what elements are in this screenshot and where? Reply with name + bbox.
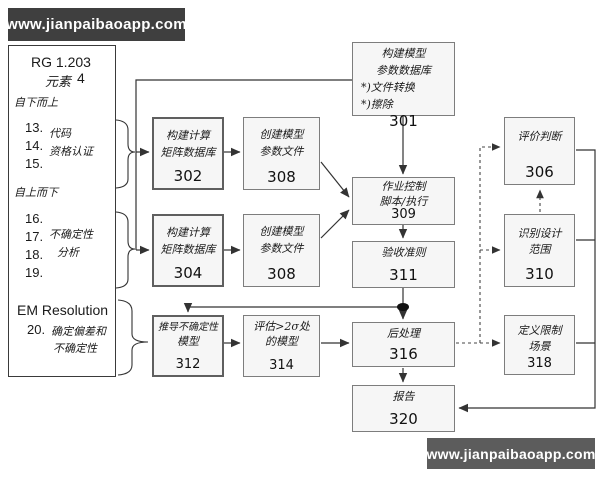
- box-311-line: 验收准则: [381, 246, 426, 259]
- legend-subtitle: 元素: [45, 75, 72, 90]
- watermark-top-text: www.jianpaibaoapp.com: [6, 16, 187, 33]
- box-312: 推导不确定性 模型 312: [152, 315, 224, 377]
- legend-item-label: 资格认证: [49, 145, 93, 158]
- box-302: 构建计算 矩阵数据库 302: [152, 117, 224, 190]
- box-310-line: 范围: [528, 242, 551, 256]
- legend-item-label: 不确定性: [49, 228, 93, 241]
- box-301: 构建模型 参数数据库 *)文件转换 *)擦除 301: [352, 42, 455, 130]
- box-309-number: 309: [391, 206, 416, 222]
- box-308b-line: 参数文件: [259, 241, 304, 255]
- legend-item-num: 13.: [25, 120, 44, 135]
- brace-group-16-19: [115, 211, 136, 289]
- box-310-number: 310: [525, 265, 554, 283]
- junction-dot: [397, 303, 409, 311]
- legend-item-label: 代码: [49, 127, 71, 140]
- legend-item-num: 15.: [25, 156, 44, 171]
- box-320-line: 报告: [392, 390, 415, 403]
- legend-title: RG 1.203: [31, 54, 91, 70]
- box-312-line: 推导不确定性: [158, 322, 218, 333]
- box-316-number: 316: [389, 345, 418, 363]
- legend-item-label: 确定偏差和: [51, 325, 106, 338]
- box-310: 识别设计 范围 310: [504, 214, 575, 287]
- box-302-line: 构建计算: [166, 129, 210, 142]
- box-318-number: 318: [527, 356, 552, 371]
- box-301-line: 参数数据库: [376, 63, 431, 77]
- box-309: 作业控制 脚本/执行 309: [352, 177, 455, 225]
- box-316: 后处理 316: [352, 322, 455, 367]
- dashed-rail-to-306: [479, 143, 501, 343]
- box-309-line: 作业控制: [381, 180, 426, 193]
- box-311-number: 311: [389, 266, 418, 284]
- box-318-line: 定义限制: [517, 324, 562, 337]
- box-301-line: 构建模型: [381, 47, 426, 60]
- arrow-junction-to-312: [183, 303, 403, 313]
- legend-item-label: 分析: [57, 246, 79, 259]
- box-304-line: 构建计算: [166, 226, 210, 239]
- box-312-number: 312: [175, 357, 201, 372]
- box-314-line: 的模型: [265, 334, 298, 348]
- box-306-number: 306: [525, 163, 554, 181]
- box-312-line: 模型: [177, 334, 199, 348]
- box-301-number: 301: [389, 112, 418, 131]
- legend-item-num: 16.: [25, 211, 44, 226]
- line-legend-to-301: [135, 79, 352, 250]
- legend-item-num: 20.: [27, 322, 46, 337]
- brace-group-20: [117, 299, 149, 376]
- dashed-connectors: [456, 143, 544, 347]
- brace-group-13-15: [115, 119, 136, 189]
- legend-group-em: EM Resolution: [17, 302, 109, 318]
- box-320-number: 320: [389, 410, 418, 428]
- arrow-308b-to-309: [320, 209, 350, 239]
- legend-subtitle-value: 4: [77, 70, 85, 86]
- legend-item-num: 17.: [25, 229, 44, 244]
- box-308a-number: 308: [267, 168, 296, 186]
- box-314-number: 314: [269, 358, 294, 373]
- box-304-line: 矩阵数据库: [160, 242, 216, 256]
- watermark-bottom: www.jianpaibaoapp.com: [426, 438, 596, 469]
- box-314-line: 评估>2σ处: [253, 320, 310, 333]
- box-301-line: *)文件转换: [361, 80, 415, 94]
- watermark-top: www.jianpaibaoapp.com: [6, 8, 187, 41]
- box-318: 定义限制 场景 318: [504, 315, 575, 375]
- box-308a-line: 创建模型: [259, 128, 304, 141]
- box-308b-number: 308: [267, 265, 296, 283]
- box-310-line: 识别设计: [517, 227, 562, 240]
- arrow-308a-to-309: [320, 161, 350, 198]
- box-311: 验收准则 311: [352, 241, 455, 288]
- legend-group-top-down: 自上而下: [14, 186, 58, 199]
- box-308b: 创建模型 参数文件 308: [243, 214, 320, 287]
- box-308a: 创建模型 参数文件 308: [243, 117, 320, 190]
- box-309-line: 脚本/执行: [379, 194, 428, 208]
- watermark-bottom-text: www.jianpaibaoapp.com: [426, 445, 596, 462]
- legend-item-label2: 不确定性: [53, 342, 97, 355]
- solid-connectors: [135, 79, 596, 413]
- box-318-line: 场景: [528, 339, 551, 353]
- box-316-line: 后处理: [387, 327, 420, 340]
- box-304: 构建计算 矩阵数据库 304: [152, 214, 224, 287]
- legend-item-num: 19.: [25, 265, 44, 280]
- braces: [115, 119, 149, 376]
- legend-group-bottom-up: 自下而上: [14, 96, 58, 109]
- legend-panel: RG 1.203 元素 4 自下而上 13. 代码 14. 资格认证 15. 自…: [8, 45, 116, 377]
- line-right-rail-to-320: [458, 149, 596, 413]
- legend-item-num: 14.: [25, 138, 44, 153]
- box-306: 评价判断 306: [504, 117, 575, 185]
- box-308a-line: 参数文件: [259, 144, 304, 158]
- box-320: 报告 320: [352, 385, 455, 432]
- box-302-line: 矩阵数据库: [160, 145, 216, 159]
- box-302-number: 302: [173, 167, 203, 185]
- box-304-number: 304: [173, 264, 203, 282]
- box-314: 评估>2σ处 的模型 314: [243, 315, 320, 377]
- legend-item-num: 18.: [25, 247, 44, 262]
- box-301-line: *)擦除: [361, 97, 393, 111]
- box-308b-line: 创建模型: [259, 225, 304, 238]
- box-306-line: 评价判断: [517, 130, 562, 143]
